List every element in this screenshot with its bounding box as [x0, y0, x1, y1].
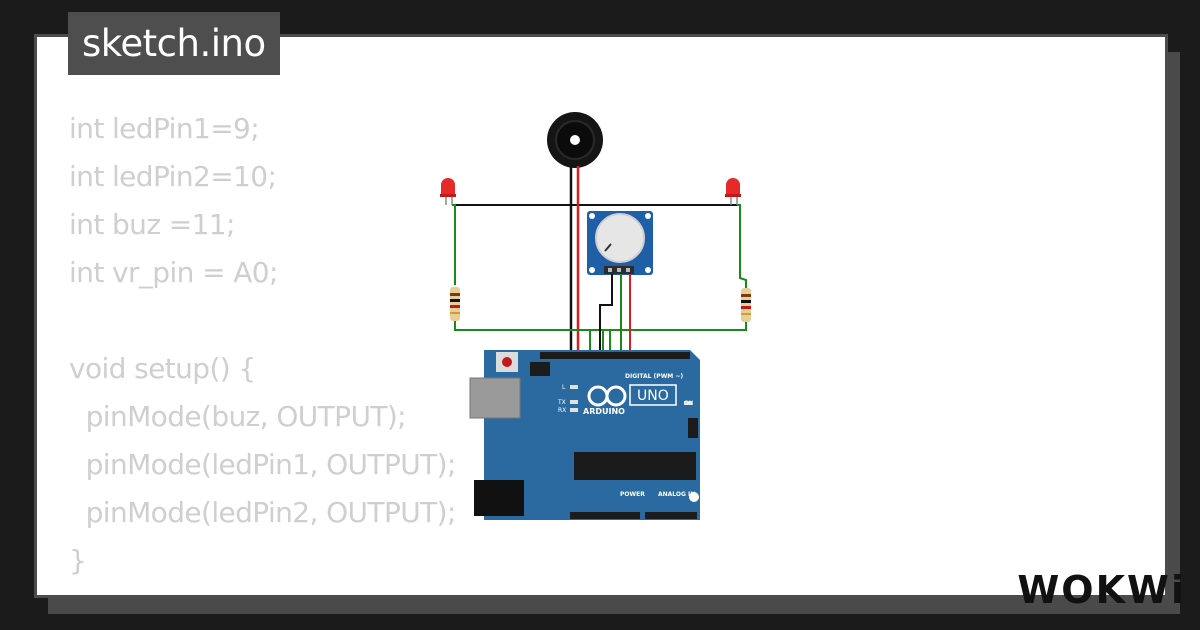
- code-line: pinMode(buz, OUTPUT);: [69, 400, 407, 433]
- led-label-rx: RX: [558, 407, 566, 414]
- code-line: }: [69, 544, 87, 577]
- buzzer[interactable]: [547, 112, 603, 168]
- wire-led-left: [452, 204, 456, 285]
- usb-port: [469, 377, 521, 419]
- microcontroller-chip: [574, 452, 696, 480]
- code-line: pinMode(ledPin1, OUTPUT);: [69, 448, 457, 481]
- led-left[interactable]: [440, 178, 456, 205]
- analog-label: ANALOG IN: [658, 491, 695, 498]
- power-label: POWER: [620, 491, 645, 498]
- resistor-left[interactable]: [450, 287, 460, 321]
- board-brand: ARDUINO: [583, 407, 625, 416]
- board-model: UNO: [637, 388, 669, 404]
- potentiometer[interactable]: [587, 211, 653, 275]
- code-line: int vr_pin = A0;: [69, 256, 278, 289]
- code-line: void setup() {: [69, 352, 256, 385]
- led-label-tx: TX: [557, 399, 566, 406]
- digital-header-label: DIGITAL (PWM ~): [625, 373, 683, 380]
- led-label-l: L: [562, 384, 566, 391]
- led-right[interactable]: [725, 178, 741, 205]
- code-line: pinMode(ledPin2, OUTPUT);: [69, 496, 457, 529]
- code-line: int ledPin2=10;: [69, 160, 277, 193]
- code-line: int buz =11;: [69, 208, 235, 241]
- code-preview: int ledPin1=9; int ledPin2=10; int buz =11…: [69, 105, 456, 585]
- on-label: ON: [684, 400, 693, 407]
- power-jack: [474, 480, 524, 516]
- wokwi-logo: WOKWi: [1017, 568, 1186, 612]
- wire-led-right: [737, 204, 747, 288]
- resistor-right[interactable]: [741, 288, 751, 322]
- arduino-board[interactable]: ARDUINO UNO DIGITAL (PWM ~) POWER ANALOG…: [469, 350, 700, 520]
- code-line: int ledPin1=9;: [69, 112, 260, 145]
- filename-tab[interactable]: sketch.ino: [68, 12, 280, 75]
